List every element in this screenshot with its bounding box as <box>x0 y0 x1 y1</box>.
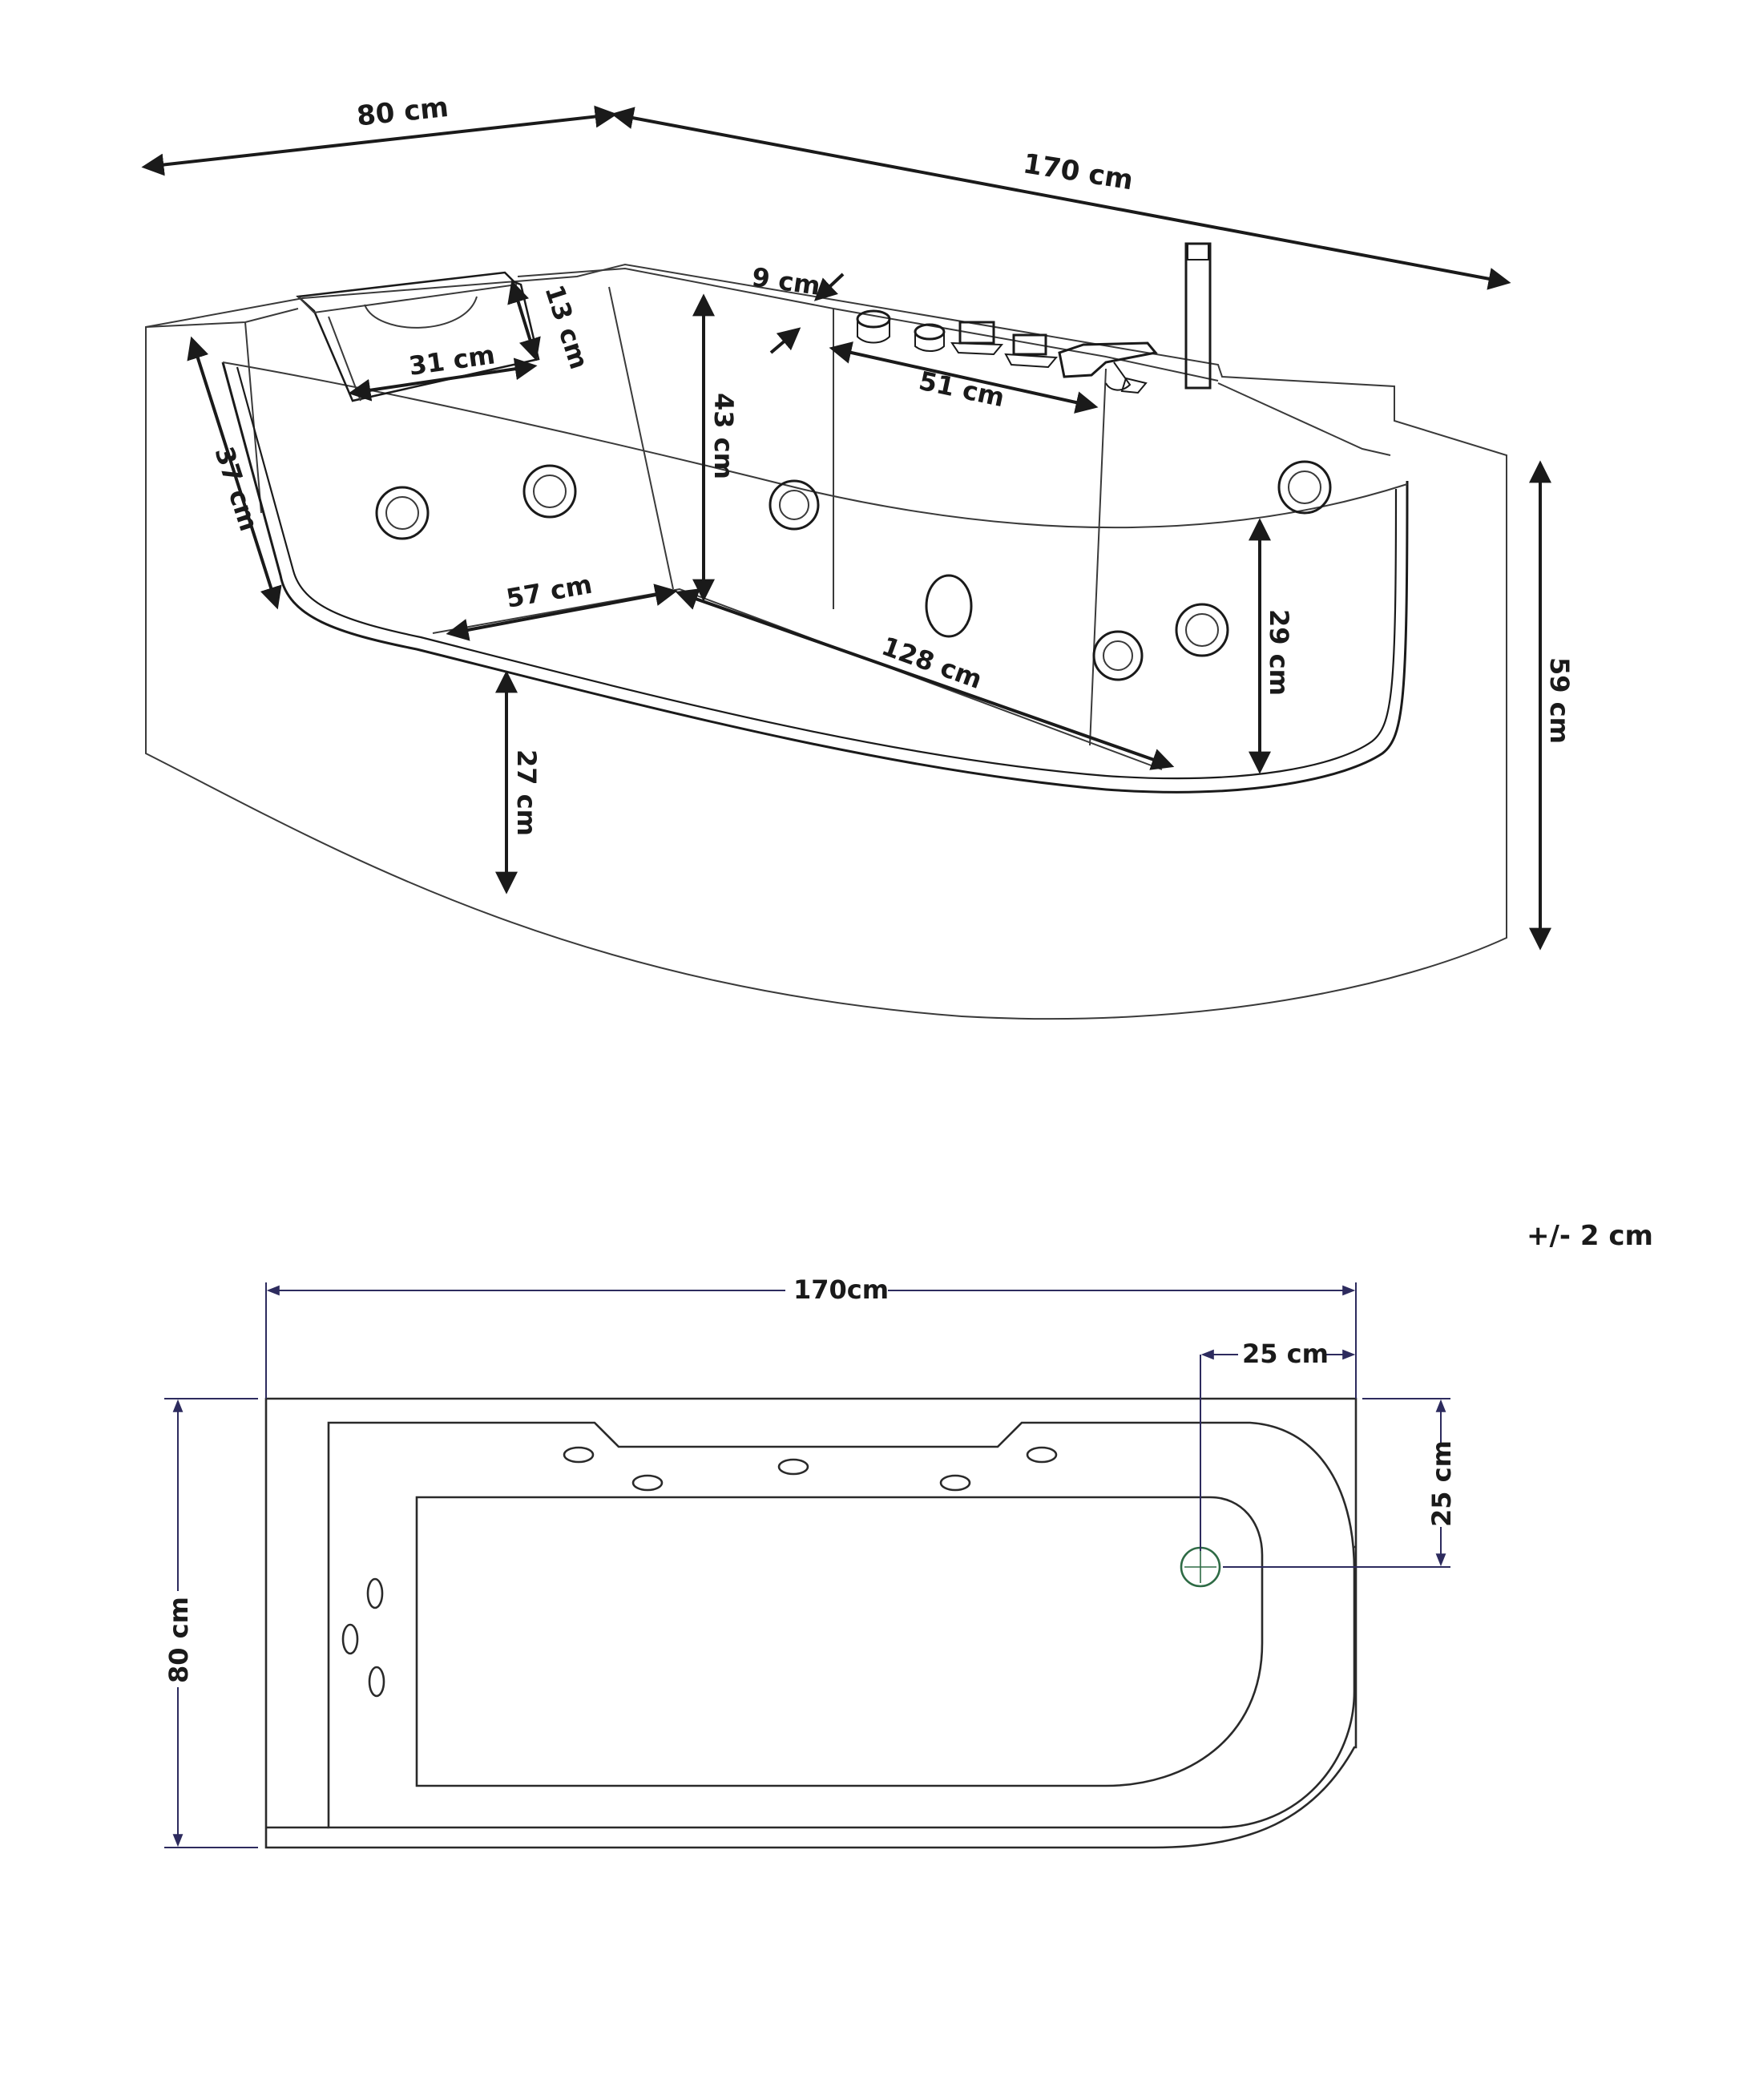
label-glass-height: 29 cm <box>1264 609 1294 696</box>
plan-jet-icons <box>341 1446 1058 1698</box>
label-headrest-height: 13 cm <box>539 281 595 373</box>
label-length-top: 170 cm <box>1021 147 1136 196</box>
label-total-height: 59 cm <box>1544 657 1575 744</box>
plan-outer <box>264 1397 1358 1849</box>
perspective-view: 80 cm 170 cm 9 cm 13 cm 31 cm 43 cm 51 c… <box>141 91 1575 1020</box>
faucet-controls <box>856 242 1212 394</box>
tolerance-label: +/- 2 cm <box>1527 1220 1653 1252</box>
plan-view: +/- 2 cm <box>163 1220 1653 1849</box>
label-inner-depth: 43 cm <box>708 393 739 479</box>
tub-outer-shell <box>145 263 1507 1020</box>
glass-panel <box>221 361 1409 794</box>
basin-outline <box>415 1496 1264 1787</box>
dimension-arrows <box>141 105 1551 951</box>
label-drain-offset-x: 25 cm <box>1242 1339 1329 1369</box>
label-width-top: 80 cm <box>355 91 450 133</box>
drain-icon <box>1180 1546 1221 1588</box>
label-plan-width: 80 cm <box>163 1597 194 1683</box>
dimension-labels: 80 cm 170 cm 9 cm 13 cm 31 cm 43 cm 51 c… <box>208 91 1575 836</box>
jet-icons <box>375 460 1332 681</box>
plan-dimensions <box>164 1282 1450 1848</box>
label-drain-offset-y: 25 cm <box>1426 1440 1457 1527</box>
label-floor-length: 128 cm <box>877 631 986 695</box>
label-base-height: 27 cm <box>511 749 542 836</box>
label-plan-length: 170cm <box>793 1274 889 1305</box>
label-tap-deck: 51 cm <box>916 365 1007 414</box>
